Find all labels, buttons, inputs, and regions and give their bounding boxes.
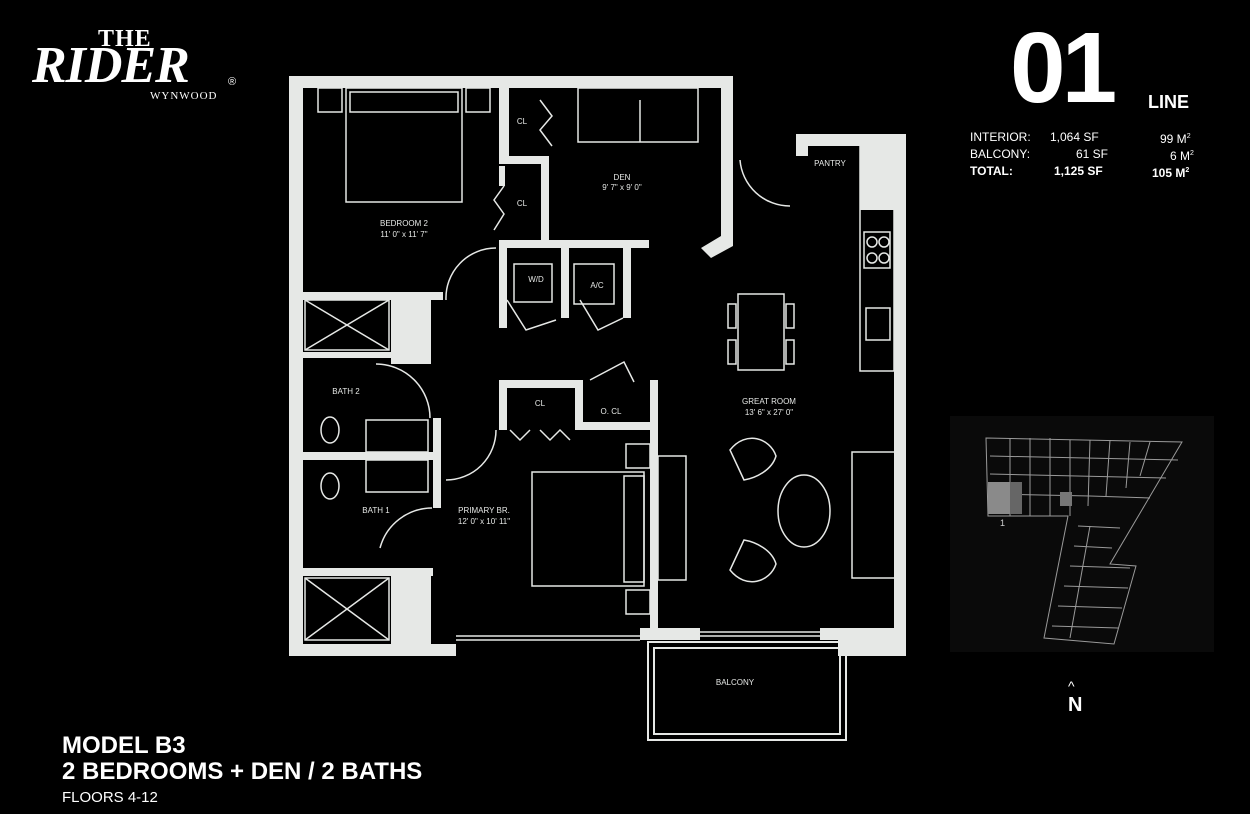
area-m-interior: 99 M2	[1160, 132, 1191, 146]
label-cl-1: CL	[517, 117, 528, 126]
balcony	[647, 641, 847, 741]
label-cl-2: CL	[517, 199, 528, 208]
label-ocl: O. CL	[601, 407, 622, 416]
furniture	[304, 87, 897, 643]
area-sf-interior: 1,064 SF	[1050, 130, 1099, 144]
logo-the-text: THE	[98, 26, 152, 52]
area-label-interior: INTERIOR:	[970, 130, 1031, 144]
label-great-room-dim: 13' 6" x 27' 0"	[745, 408, 793, 417]
label-bath1: BATH 1	[362, 506, 390, 515]
line-number: 01	[1010, 12, 1117, 124]
label-bath2: BATH 2	[332, 387, 360, 396]
label-primary: PRIMARY BR.	[458, 506, 510, 515]
room-labels: CL CL DEN 9' 7" x 9' 0" PANTRY BEDROOM 2…	[332, 117, 846, 687]
area-m-balcony: 6 M2	[1170, 149, 1194, 163]
model-floors: FLOORS 4-12	[62, 789, 158, 806]
registered-mark: ®	[228, 76, 237, 88]
area-sf-balcony: 61 SF	[1076, 147, 1109, 161]
windows	[292, 130, 820, 641]
key-plan: 1	[950, 416, 1214, 652]
label-ac: A/C	[590, 281, 604, 290]
model-name: MODEL B3	[62, 732, 186, 759]
label-bedroom2: BEDROOM 2	[380, 219, 429, 228]
area-label-balcony: BALCONY:	[970, 147, 1031, 161]
label-den: DEN	[614, 173, 631, 182]
label-primary-dim: 12' 0" x 10' 11"	[458, 517, 510, 526]
label-cl-3: CL	[535, 399, 546, 408]
key-plan-unit-number: 1	[1000, 518, 1005, 528]
exterior-walls	[289, 76, 906, 656]
area-m-total: 105 M2	[1152, 166, 1190, 180]
label-great-room: GREAT ROOM	[742, 397, 796, 406]
north-arrow-icon: ^	[1068, 678, 1075, 694]
doors	[375, 99, 791, 549]
label-pantry: PANTRY	[814, 159, 846, 168]
label-wd: W/D	[528, 275, 544, 284]
kitchen-appliances	[859, 145, 895, 372]
area-label-total: TOTAL:	[970, 164, 1013, 178]
logo-location-text: WYNWOOD	[150, 90, 218, 102]
north-label: N	[1068, 694, 1083, 716]
model-bedrooms: 2 BEDROOMS + DEN / 2 BATHS	[62, 758, 423, 785]
logo-rider-text: RIDER	[32, 37, 190, 94]
line-label: LINE	[1148, 92, 1190, 112]
label-den-dim: 9' 7" x 9' 0"	[602, 183, 642, 192]
label-bedroom2-dim: 11' 0" x 11' 7"	[380, 230, 427, 239]
area-sf-total: 1,125 SF	[1054, 164, 1103, 178]
interior-walls	[303, 88, 894, 644]
label-balcony: BALCONY	[716, 678, 755, 687]
